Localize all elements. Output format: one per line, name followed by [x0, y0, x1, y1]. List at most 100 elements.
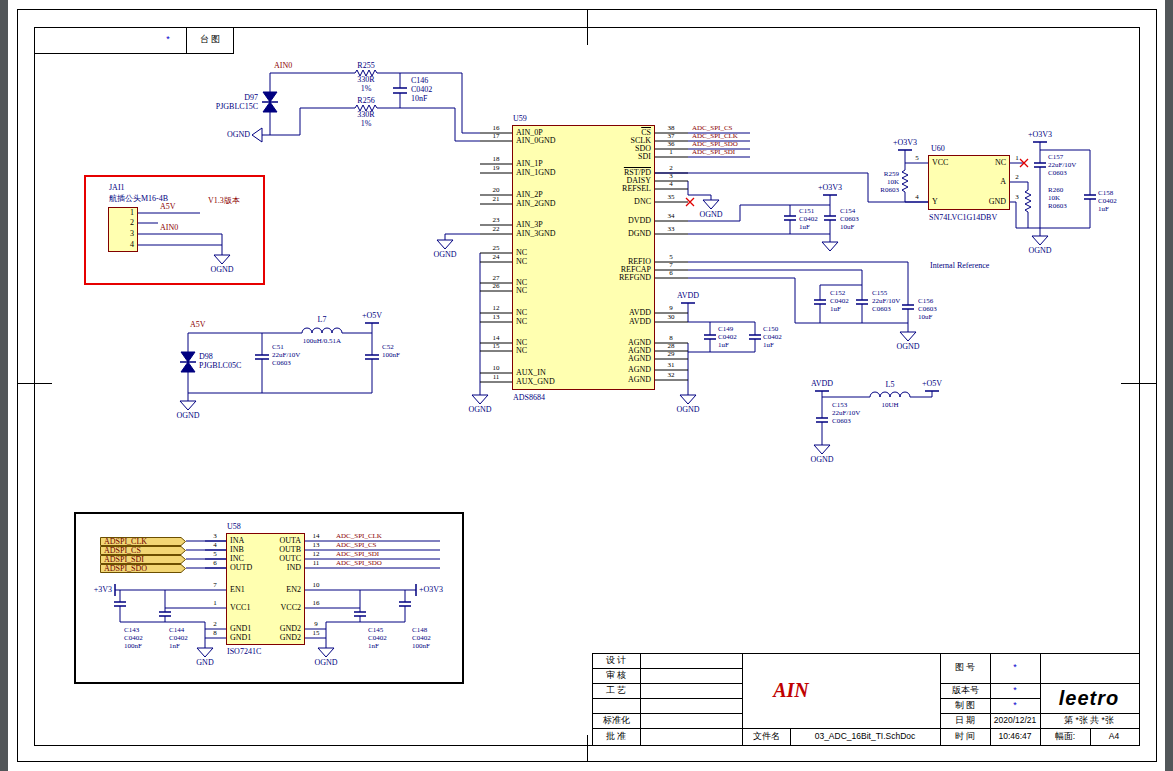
part-value: C155: [872, 289, 887, 297]
pin-name: RST/PD: [624, 169, 651, 177]
pin-name: VCC2: [281, 604, 301, 612]
part-label: OGND: [468, 406, 491, 415]
pin-name: AIN_1P: [516, 160, 543, 168]
part-name: ISO7241C: [227, 648, 261, 657]
part-value: C148: [412, 626, 427, 634]
part-value: C0603: [272, 359, 291, 367]
part-value: 100nF: [124, 642, 142, 650]
pin-name: OUTC: [279, 555, 301, 563]
pin-number: 16: [493, 125, 500, 132]
pin-name: A: [1000, 178, 1006, 186]
part-designator: U59: [513, 115, 527, 124]
part-value: C156: [918, 297, 933, 305]
net-port-outline: [101, 546, 186, 554]
net-label: A5V: [190, 321, 206, 330]
part-value: C0603: [872, 305, 891, 313]
pin-name: GND1: [230, 625, 251, 633]
pin-name: INA: [230, 537, 244, 545]
pin-number: 4: [213, 542, 217, 549]
part-value: C0402: [124, 634, 143, 642]
net-port-outline: [101, 537, 186, 545]
part-value: 1nF: [169, 642, 180, 650]
part-value: C152: [830, 289, 845, 297]
pin-name: AGND: [628, 339, 651, 347]
part-label: OGND: [699, 211, 722, 220]
part-designator: U60: [931, 145, 945, 154]
part-value: C0603: [1048, 169, 1067, 177]
part-label: 330R: [357, 76, 374, 85]
part-label: R256: [357, 97, 374, 106]
part-label: C146: [411, 77, 428, 86]
pin-name: AGND: [628, 366, 651, 374]
pin-number: 4: [669, 181, 673, 188]
pin-number: 11: [313, 560, 320, 567]
pin-number: 7: [669, 262, 673, 269]
title-block-cell: *: [1013, 686, 1017, 696]
pin-name: REFSEL: [622, 185, 651, 193]
net-label: ADC_SPI_SDO: [336, 560, 382, 567]
part-value: 22uF/10V: [832, 409, 860, 417]
title-block-cell: 制 图: [955, 701, 975, 710]
pin-number: 34: [668, 213, 675, 220]
net-label: ADC_SPI_SDO: [692, 141, 738, 148]
pin-name: AGND: [628, 355, 651, 363]
net-label: ADC_SPI_CS: [336, 542, 376, 549]
part-designator: JAI1: [109, 184, 125, 193]
title-block-cell: *: [1013, 663, 1017, 673]
title-block-cell: 第 *张 共 *张: [1064, 716, 1114, 725]
paper: [8, 0, 1165, 771]
part-label: C0402: [411, 86, 432, 95]
part-value: 100nF: [382, 351, 400, 359]
pin-number: 17: [493, 133, 500, 140]
net-label: ADC_SPI_CLK: [336, 533, 382, 540]
pin-name: AVDD: [629, 309, 651, 317]
part-label: AVDD: [677, 292, 699, 301]
pin-number: 27: [493, 275, 500, 282]
title-block-cell: A4: [1109, 732, 1119, 741]
net-port-outline: [101, 555, 186, 563]
pin-number: 5: [669, 254, 673, 261]
title-block-cell: *: [1013, 701, 1017, 711]
part-value: 1uF: [718, 341, 729, 349]
sheet-border: [18, 10, 1157, 762]
pin-name: AUX_IN: [516, 369, 546, 377]
net-port: ADSPI_SDI: [100, 555, 186, 564]
wire-connector: [186, 550, 226, 551]
pin-name: 2: [130, 219, 134, 227]
part-value: R260: [1048, 186, 1063, 194]
part-value: 1uF: [1098, 205, 1109, 213]
pin-number: 8: [669, 335, 673, 342]
resistor-symbol: [355, 70, 1031, 212]
part-value: C157: [1048, 153, 1063, 161]
title-block: [593, 654, 1140, 746]
part-value: 1nF: [368, 642, 379, 650]
part-value: R259: [884, 170, 899, 178]
pin-name: 1: [130, 209, 134, 217]
pin-number: 6: [213, 560, 217, 567]
pin-number: 18: [493, 156, 500, 163]
title-block-cell: 10:46:47: [998, 732, 1031, 741]
pin-number: 37: [668, 133, 675, 140]
zone-tick: [17, 9, 1156, 761]
part-label: OGND: [210, 266, 233, 275]
net-port: ADSPI_CS: [100, 546, 186, 555]
pin-name: CS: [641, 129, 651, 137]
pin-name: AGND: [628, 376, 651, 384]
part-value: C51: [272, 343, 284, 351]
pin-number: 30: [668, 314, 675, 321]
pin-name: IND: [287, 564, 301, 572]
pin-name: INC: [230, 555, 244, 563]
pin-number: 32: [668, 372, 675, 379]
pin-name: REFIO: [628, 258, 651, 266]
wire-connector: [186, 559, 226, 560]
part-value: C0603: [832, 417, 851, 425]
pin-number: 11: [493, 374, 500, 381]
part-label: PJGBLC15C: [216, 103, 258, 112]
pin-name: AIN_3GND: [516, 230, 556, 238]
title-block-cell: 标准化: [603, 716, 630, 725]
title-block-cell: 幅面:: [1055, 732, 1075, 741]
pin-number: 8: [213, 630, 217, 637]
pin-name: OUTB: [279, 546, 301, 554]
part-value: 10K: [1048, 194, 1060, 202]
